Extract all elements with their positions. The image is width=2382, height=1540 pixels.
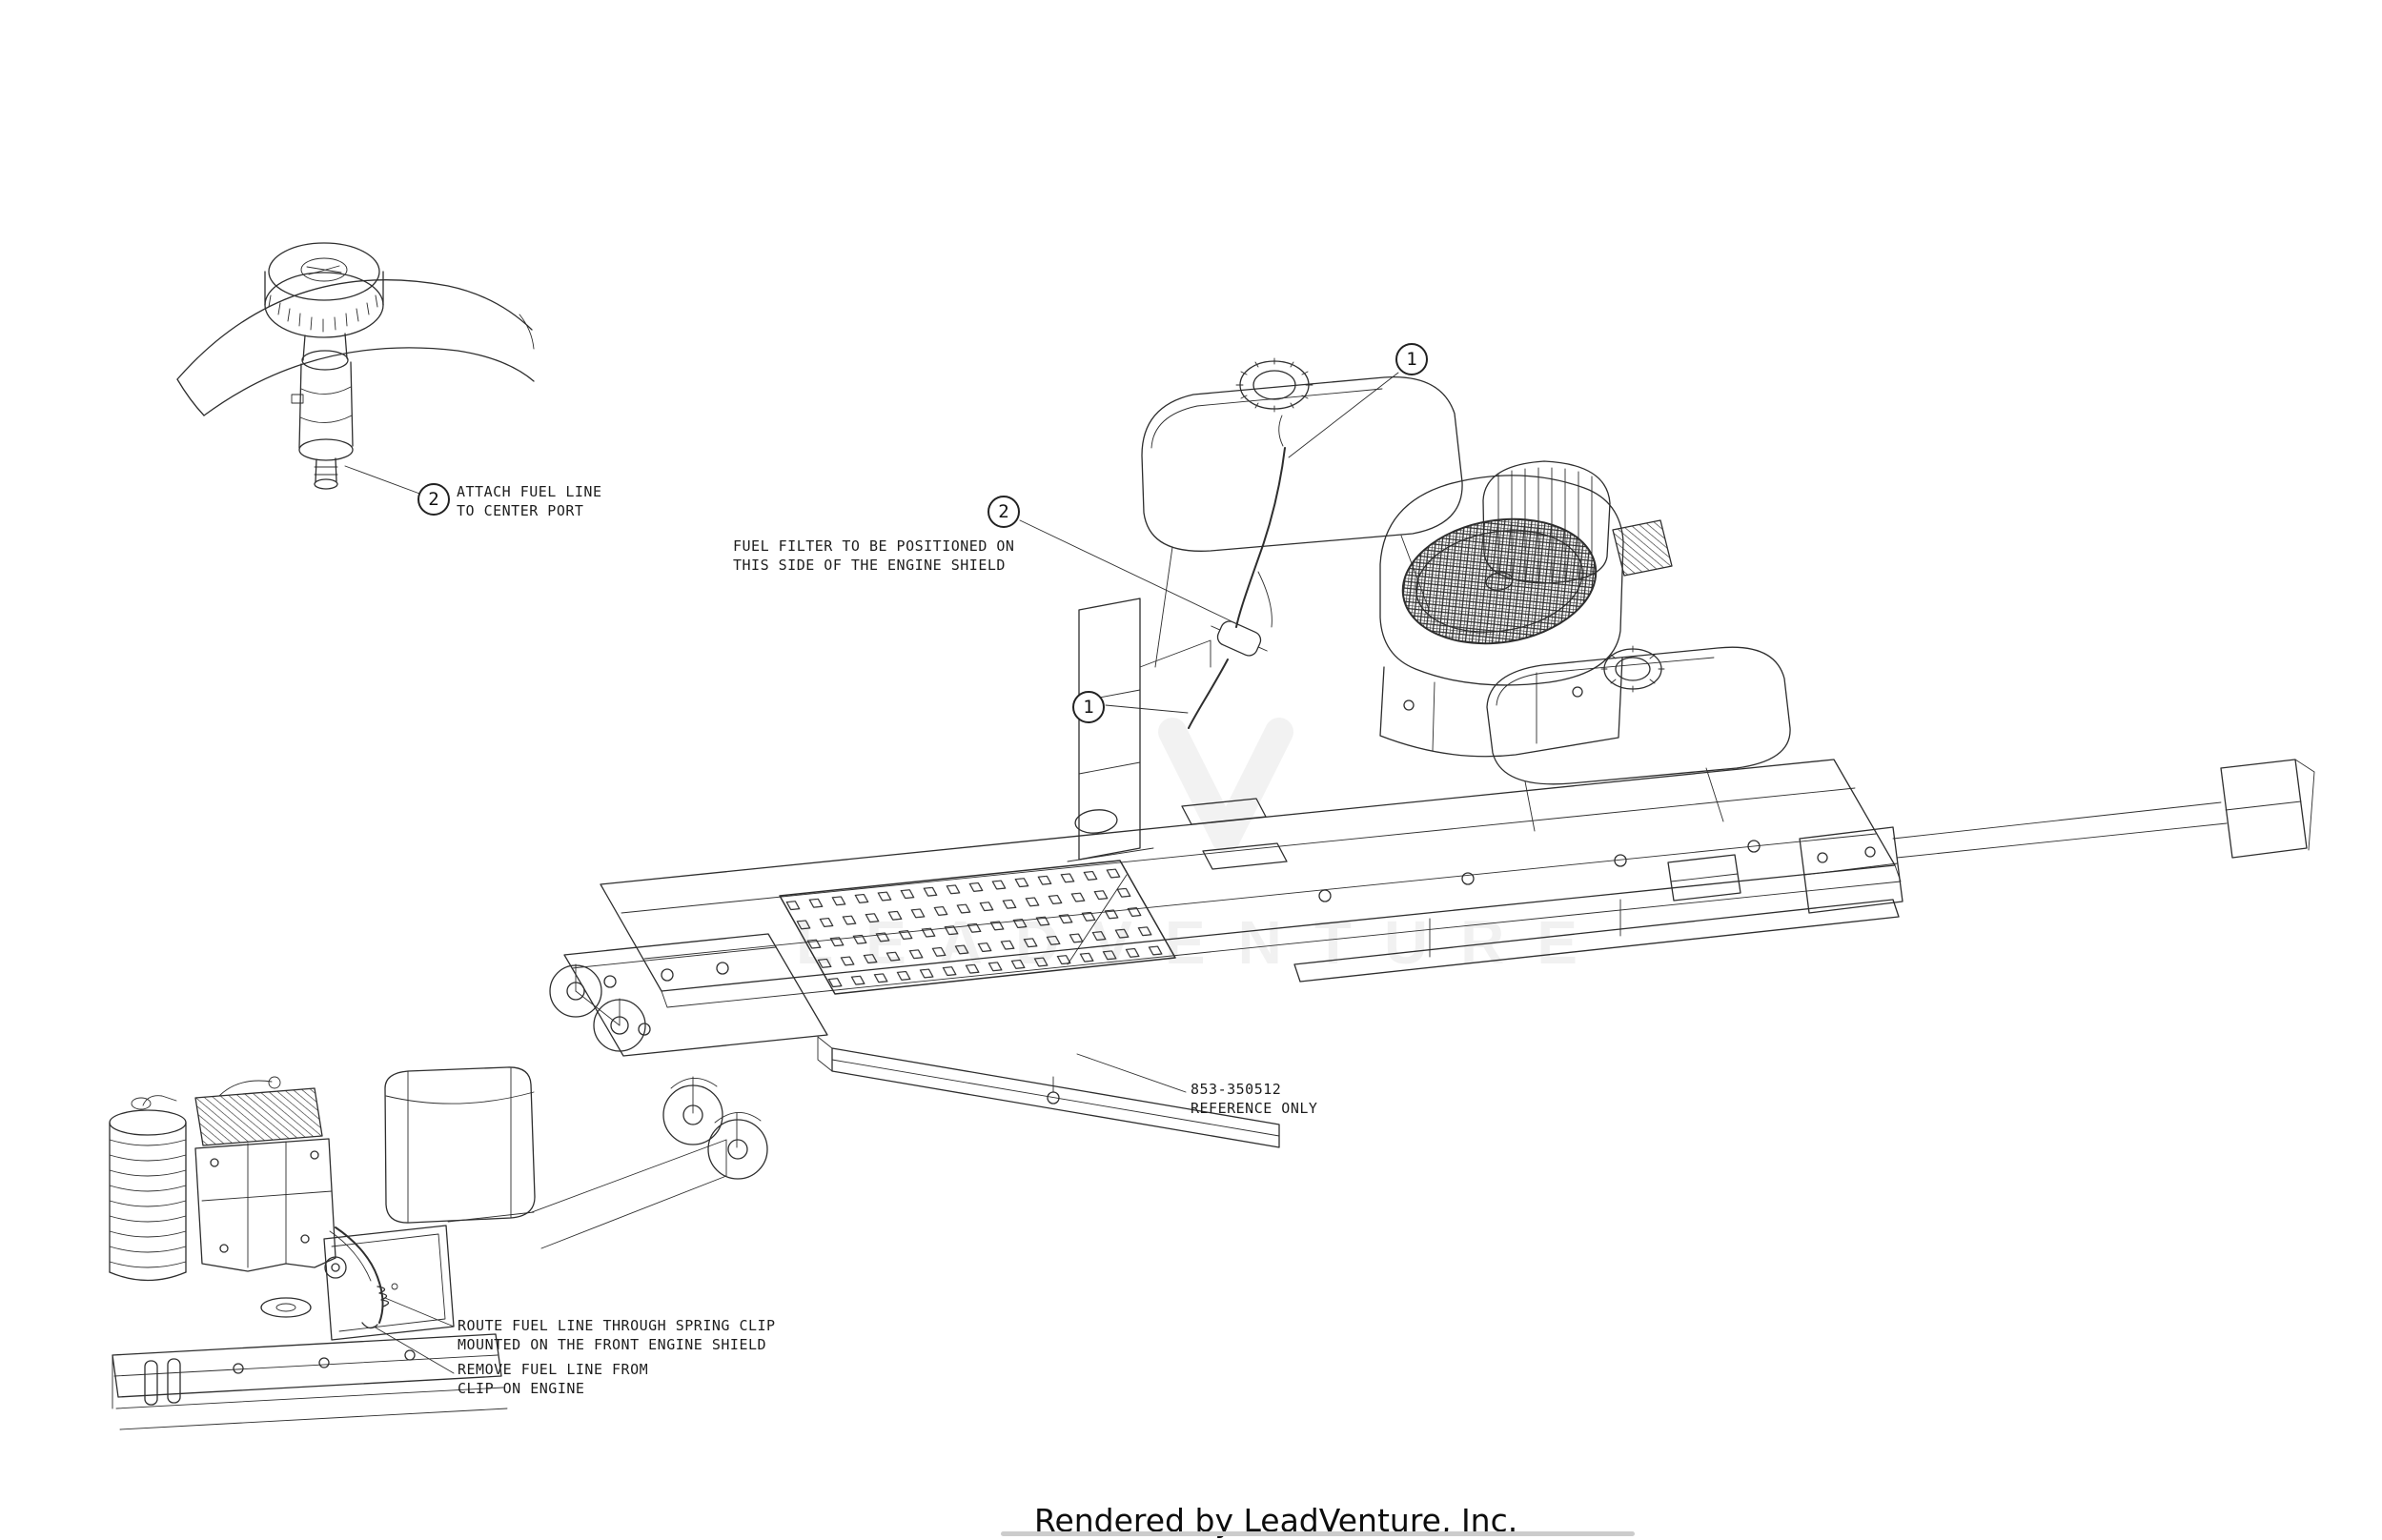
note-line: REFERENCE ONLY bbox=[1191, 1100, 1318, 1117]
callout-2-fuel-filter[interactable]: 2 bbox=[987, 496, 1020, 528]
fuel-line-and-filter bbox=[1188, 447, 1286, 729]
caster-wheels bbox=[549, 933, 828, 1180]
detail-fuel-filter-view bbox=[176, 242, 535, 490]
note-fuel-filter-position: FUEL FILTER TO BE POSITIONED ON THIS SID… bbox=[733, 537, 1014, 575]
main-assembly-view bbox=[549, 357, 2315, 1180]
scrollbar-horizontal-thumb[interactable] bbox=[1001, 1531, 1635, 1536]
frame-deck bbox=[600, 535, 2315, 1008]
note-line: REMOVE FUEL LINE FROM bbox=[458, 1361, 649, 1378]
callout-2-attach-port[interactable]: 2 bbox=[417, 483, 450, 516]
note-remove-fuel-line: REMOVE FUEL LINE FROM CLIP ON ENGINE bbox=[458, 1360, 648, 1398]
note-line: TO CENTER PORT bbox=[457, 502, 584, 519]
note-line: THIS SIDE OF THE ENGINE SHIELD bbox=[733, 557, 1006, 574]
note-route-fuel-line: ROUTE FUEL LINE THROUGH SPRING CLIP MOUN… bbox=[458, 1316, 776, 1354]
note-line: MOUNTED ON THE FRONT ENGINE SHIELD bbox=[458, 1336, 767, 1353]
detail-engine-view bbox=[109, 1066, 727, 1430]
leader-lines bbox=[344, 372, 1399, 1374]
note-attach-fuel-line: ATTACH FUEL LINE TO CENTER PORT bbox=[457, 482, 602, 520]
note-line: CLIP ON ENGINE bbox=[458, 1380, 585, 1397]
fuel-tank-left bbox=[1141, 357, 1463, 552]
callout-1-tank-cap[interactable]: 1 bbox=[1395, 343, 1428, 375]
fuel-tank-right bbox=[1486, 645, 1791, 785]
callout-1-fuel-line[interactable]: 1 bbox=[1072, 691, 1105, 723]
note-reference-part-number: 853-350512 REFERENCE ONLY bbox=[1191, 1080, 1317, 1118]
watermark-logo-mark bbox=[1158, 718, 1293, 853]
note-line: FUEL FILTER TO BE POSITIONED ON bbox=[733, 537, 1015, 555]
note-line: ATTACH FUEL LINE bbox=[457, 483, 602, 500]
note-line: 853-350512 bbox=[1191, 1081, 1282, 1098]
engine bbox=[1379, 460, 1673, 758]
front-reference-bar bbox=[817, 1036, 1280, 1148]
note-line: ROUTE FUEL LINE THROUGH SPRING CLIP bbox=[458, 1317, 776, 1334]
